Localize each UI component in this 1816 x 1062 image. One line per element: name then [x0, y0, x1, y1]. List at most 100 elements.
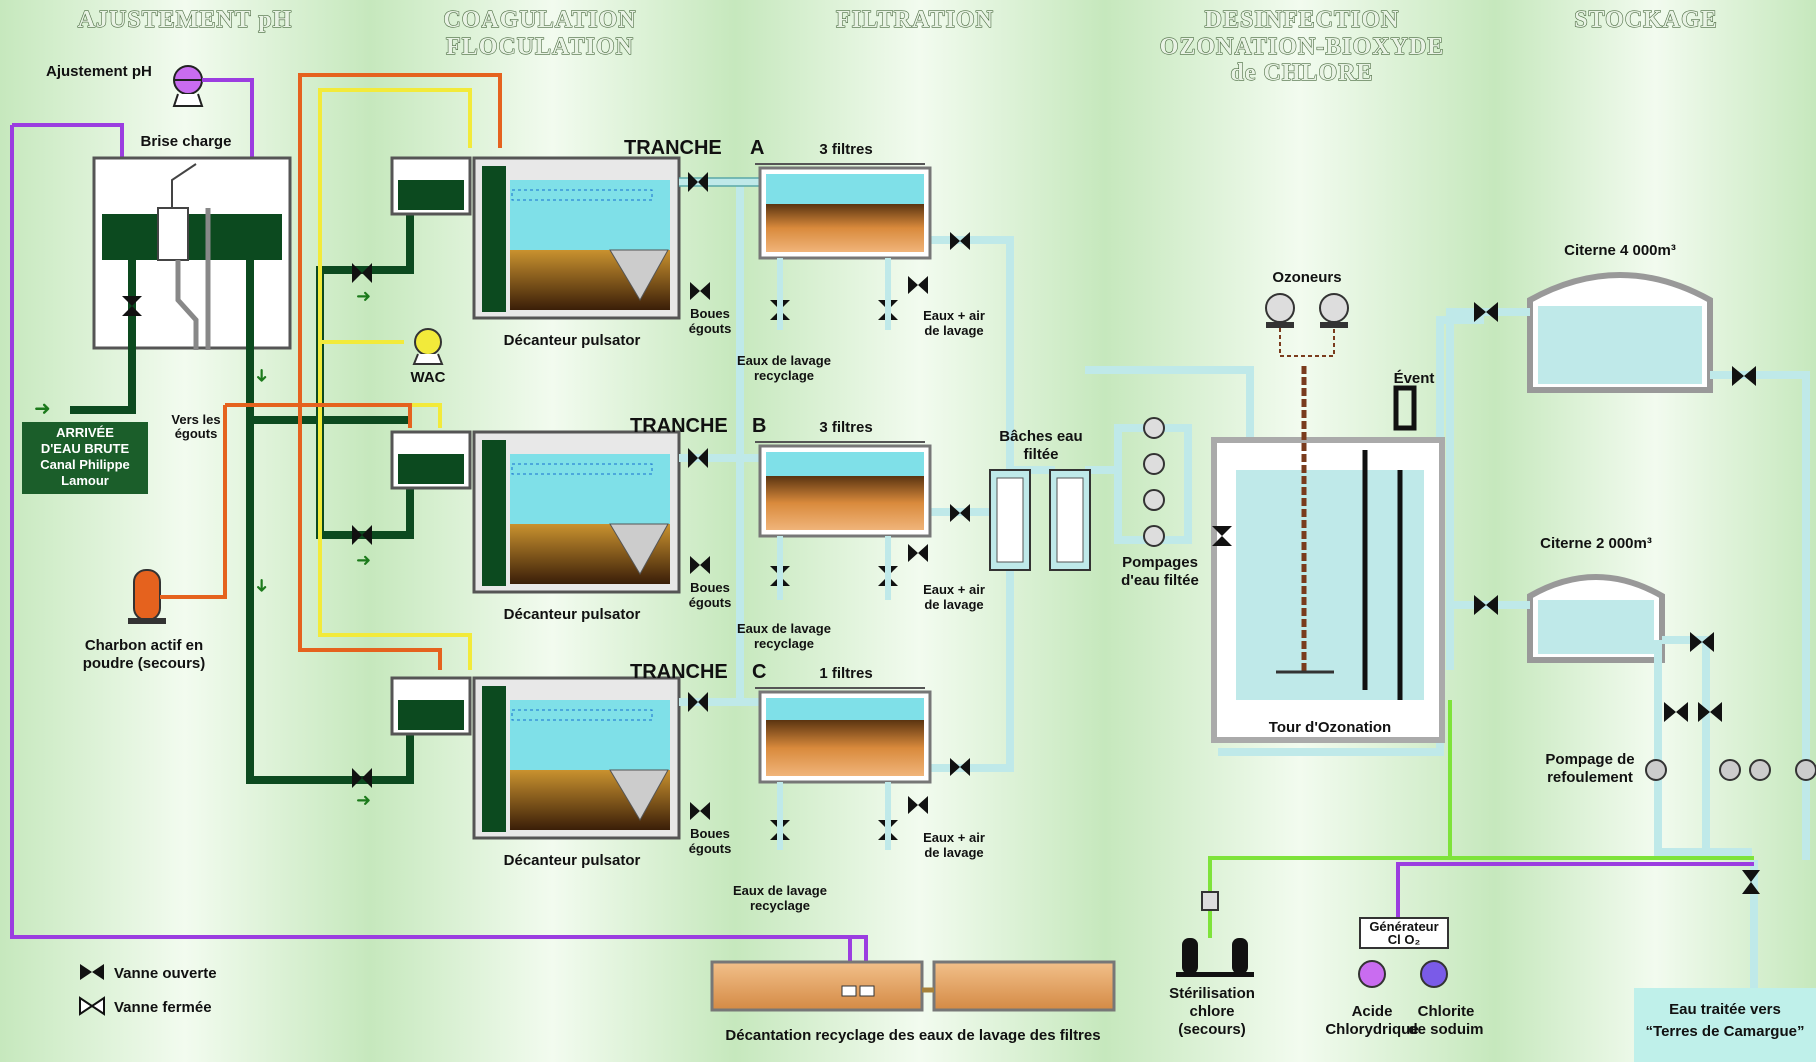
svg-text:recyclage: recyclage: [754, 636, 814, 651]
section-desinfection: DESINFECTION: [1205, 7, 1400, 33]
legend-closed-valve-icon: [79, 996, 105, 1016]
pompage-refoulement: Pompage de refoulement: [1545, 751, 1816, 786]
svg-text:➜: ➜: [252, 368, 272, 383]
section-chlore: de CHLORE: [1230, 60, 1373, 86]
legend-open-valve-icon: [80, 964, 104, 980]
section-filtration: FILTRATION: [836, 7, 994, 33]
brise-charge-label: Brise charge: [141, 133, 232, 150]
tranche-a-letter: A: [750, 137, 764, 159]
baches-eau-filtree: Bâches eau filtée: [989, 428, 1091, 571]
sterilisation-chlore: Stérilisation chlore (secours): [1169, 891, 1255, 1038]
wac-pump: WAC: [411, 328, 446, 386]
chlorine-lines: [1208, 700, 1754, 938]
arrivee-line-3: Canal Philippe: [40, 457, 130, 472]
svg-text:Eaux de lavage: Eaux de lavage: [737, 353, 831, 368]
tranche-c: TRANCHE C 1 filtres: [630, 661, 932, 784]
svg-text:Acide: Acide: [1352, 1003, 1393, 1020]
decanteur-c: [390, 676, 681, 840]
ozoneurs: Ozoneurs: [1265, 269, 1349, 357]
tranche-c-filters: 1 filtres: [819, 665, 872, 682]
vers-egouts-line-2: égouts: [175, 426, 218, 441]
brise-charge-tank: [92, 156, 292, 350]
ozoneurs-label: Ozoneurs: [1272, 269, 1341, 286]
svg-text:de lavage: de lavage: [924, 597, 983, 612]
section-coagulation: COAGULATION: [443, 7, 636, 33]
svg-text:recyclage: recyclage: [754, 368, 814, 383]
svg-text:Eau traitée vers: Eau traitée vers: [1669, 1001, 1781, 1018]
ph-adjustment-area: Ajustement pH Brise charge ➜ ARRIVÉE: [10, 63, 868, 1016]
svg-text:➜: ➜: [356, 550, 371, 570]
legend-closed-text: Vanne fermée: [114, 999, 212, 1016]
baches-label-1: Bâches eau: [999, 428, 1082, 445]
tranche-c-letter: C: [752, 661, 766, 683]
tranche-b-filters: 3 filtres: [819, 419, 872, 436]
decanteur-b: [390, 430, 681, 594]
svg-text:Décantation recyclage des eaux: Décantation recyclage des eaux de lavage…: [725, 1027, 1100, 1044]
tranche-b-word: TRANCHE: [630, 415, 728, 437]
legend-open-text: Vanne ouverte: [114, 965, 217, 982]
charbon-label-1: Charbon actif en: [85, 637, 203, 654]
svg-text:Chlorite: Chlorite: [1418, 1003, 1475, 1020]
arrivee-line-2: D'EAU BRUTE: [41, 441, 130, 456]
svg-text:Eaux + air: Eaux + air: [923, 582, 985, 597]
section-ozonation: OZONATION-BIOXYDE: [1160, 34, 1445, 60]
svg-text:“Terres de Camargue”: “Terres de Camargue”: [1646, 1023, 1805, 1040]
citerne-4000: Citerne 4 000m³: [1527, 242, 1713, 393]
decanteur-label-c: Décanteur pulsator: [504, 852, 641, 869]
svg-text:➜: ➜: [252, 578, 272, 593]
wac-label: WAC: [411, 369, 446, 386]
section-stockage: STOCKAGE: [1574, 7, 1718, 33]
decanteur-a: [390, 156, 681, 320]
svg-text:Boues: Boues: [690, 826, 730, 841]
pompages-label-2: d'eau filtée: [1121, 572, 1199, 589]
arrivee-line-4: Lamour: [61, 473, 109, 488]
svg-text:chlore: chlore: [1189, 1003, 1234, 1020]
svg-text:égouts: égouts: [689, 595, 732, 610]
legend: Vanne ouverte Vanne fermée: [79, 964, 217, 1016]
svg-text:Boues: Boues: [690, 580, 730, 595]
boues-labels: Boues égouts Boues égouts Boues égouts: [689, 282, 732, 856]
filter-wash-pipes: [777, 258, 891, 850]
svg-text:Stérilisation: Stérilisation: [1169, 985, 1255, 1002]
tour-ozonation: Évent Tour d'Ozonation: [1211, 366, 1445, 743]
section-titles: AJUSTEMENT pH COAGULATION FLOCULATION FI…: [77, 6, 1718, 86]
arrivee-box: ARRIVÉE D'EAU BRUTE Canal Philippe Lamou…: [22, 422, 148, 494]
tranche-b-letter: B: [752, 415, 766, 437]
svg-text:Eaux + air: Eaux + air: [923, 308, 985, 323]
event-label: Évent: [1394, 370, 1435, 387]
svg-text:Boues: Boues: [690, 306, 730, 321]
svg-text:Pompage de: Pompage de: [1545, 751, 1634, 768]
generateur-clo2: Générateur Cl O₂ Acide Chlorydrique Chlo…: [1325, 917, 1484, 1038]
raw-water-distribution: ➜ ➜ ➜ ➜ ➜: [246, 160, 414, 810]
svg-text:(secours): (secours): [1178, 1021, 1246, 1038]
tranche-b: TRANCHE B 3 filtres: [630, 415, 932, 538]
decanteur-label-b: Décanteur pulsator: [504, 606, 641, 623]
svg-text:de lavage: de lavage: [924, 845, 983, 860]
svg-text:Générateur: Générateur: [1369, 919, 1438, 934]
citerne-4000-label: Citerne 4 000m³: [1564, 242, 1676, 259]
svg-text:refoulement: refoulement: [1547, 769, 1633, 786]
svg-text:Eaux + air: Eaux + air: [923, 830, 985, 845]
svg-text:égouts: égouts: [689, 841, 732, 856]
svg-text:➜: ➜: [34, 398, 51, 420]
reagent-lines: [160, 73, 502, 670]
ph-pump-icon: [172, 65, 204, 107]
svg-text:Cl O₂: Cl O₂: [1388, 932, 1421, 947]
svg-text:Eaux de lavage: Eaux de lavage: [733, 883, 827, 898]
section-ajustement: AJUSTEMENT pH: [78, 7, 293, 33]
svg-text:de soduim: de soduim: [1408, 1021, 1483, 1038]
stockage-valves: [1474, 302, 1760, 894]
ajustement-ph-label: Ajustement pH: [46, 63, 152, 80]
tranche-a-filters: 3 filtres: [819, 141, 872, 158]
charbon-actif-tank: [128, 569, 166, 624]
decantation-recyclage: Décantation recyclage des eaux de lavage…: [710, 960, 1116, 1044]
tranche-a-word: TRANCHE: [624, 137, 722, 159]
section-floculation: FLOCULATION: [446, 34, 634, 60]
citerne-2000: Citerne 2 000m³: [1527, 535, 1665, 663]
pompages-eau-filtree: Pompages d'eau filtée: [1114, 417, 1199, 589]
tour-ozonation-label: Tour d'Ozonation: [1269, 719, 1391, 736]
valve-open-raw: [122, 296, 142, 316]
eau-traitee-box: Eau traitée vers “Terres de Camargue”: [1634, 988, 1816, 1062]
